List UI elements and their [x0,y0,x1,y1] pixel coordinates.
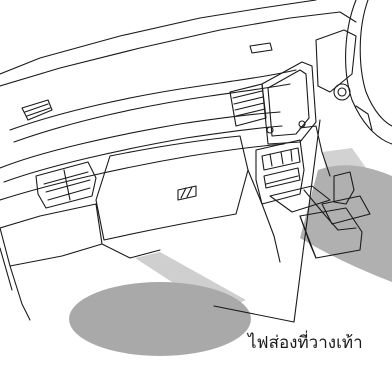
dashboard-fascia [0,112,280,168]
climate-controls [262,148,300,170]
left-footwell-light-spot [69,282,251,356]
ignition-button [334,84,350,100]
screen-knob-left [267,127,273,133]
right-footwell-light-spot [300,165,392,282]
dashboard-top-edge [0,0,316,74]
glove-box [96,136,248,240]
dashboard-trim-line [0,144,284,200]
steering-column [316,30,356,92]
center-tunnel-left [248,170,280,262]
footwell-light-callout-label: ไฟส่องที่วางเท้า [248,329,363,356]
steering-wheel-inner [360,0,392,126]
left-defroster-vent [22,100,52,120]
center-speaker-grille [250,43,272,53]
lower-dash-left [0,204,102,266]
infotainment-screen [268,70,309,136]
console-buttons [264,168,300,188]
left-kick-panel [10,266,30,320]
